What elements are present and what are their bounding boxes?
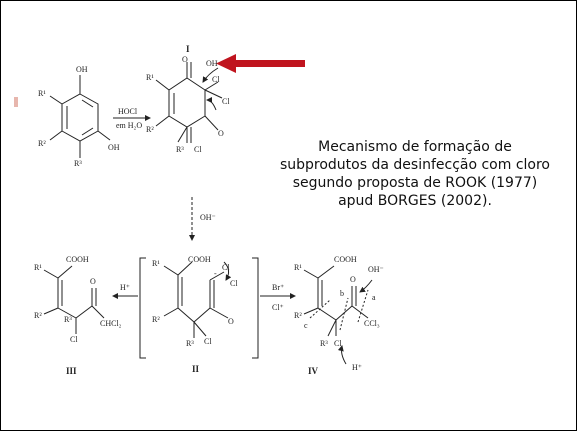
label-r2-ii: R² — [152, 315, 160, 324]
label-roman-iv: IV — [308, 366, 319, 376]
reagent-h-iv: H⁺ — [352, 363, 362, 372]
label-cl-ii-1: Cl — [222, 263, 230, 272]
label-site-c: c — [304, 321, 308, 330]
highlight-arrow — [216, 54, 305, 73]
label-cl-i-3: Cl — [194, 145, 202, 154]
label-r2-iv: R² — [294, 311, 302, 320]
reagent-hocl: HOCl — [118, 107, 138, 116]
label-ccl3-iv: CCl₃ — [364, 319, 380, 328]
caption-line-1: Mecanismo de formação de — [318, 139, 512, 155]
reagent-h-left: H⁺ — [120, 283, 130, 292]
label-cl-ii-3: Cl — [204, 337, 212, 346]
label-roman-iii: III — [66, 366, 77, 376]
label-oh-i: OH — [206, 59, 218, 68]
red-accent-mark — [14, 97, 18, 107]
label-r1-iv: R¹ — [294, 263, 302, 272]
label-cl-iv: Cl — [334, 339, 342, 348]
label-oh-iv: OH⁻ — [368, 265, 384, 274]
label-o-i-right: O — [218, 129, 224, 138]
label-cooh-iii: COOH — [66, 255, 89, 264]
label-roman-i: I — [186, 44, 190, 54]
label-r3-iii: R³ — [64, 315, 72, 324]
label-r3-iv: R³ — [320, 339, 328, 348]
caption-line-3: segundo proposta de ROOK (1977) — [292, 175, 538, 191]
label-r2-i: R² — [146, 125, 154, 134]
label-cooh-iv: COOH — [334, 255, 357, 264]
label-cl-i-2: Cl — [222, 97, 230, 106]
label-r1-i: R¹ — [146, 73, 154, 82]
label-o-ii: O — [228, 317, 234, 326]
reagent-cl: Cl⁺ — [272, 303, 284, 312]
label-r3-i: R³ — [176, 145, 184, 154]
label-r1-ii: R¹ — [152, 259, 160, 268]
label-cooh-ii: COOH — [188, 255, 211, 264]
caption-line-4: apud BORGES (2002). — [338, 193, 492, 209]
label-cl-ii-2: Cl — [230, 279, 238, 288]
label-oh-start: OH — [76, 65, 88, 74]
label-r2-start: R² — [38, 139, 46, 148]
label-r3-start: R³ — [74, 159, 82, 168]
label-o-iv: O — [350, 275, 356, 284]
caption-line-2: subprodutos da desinfecção com cloro — [279, 157, 551, 173]
label-chcl2-iii: CHCl₂ — [100, 319, 122, 328]
label-cl-i-1: Cl — [212, 75, 220, 84]
label-oh-start-2: OH — [108, 143, 120, 152]
label-r2-iii: R² — [34, 311, 42, 320]
label-cl-iii: Cl — [70, 335, 78, 344]
label-r3-ii: R³ — [186, 339, 194, 348]
label-minus-ii: - — [214, 269, 217, 278]
reagent-br: Br⁺ — [272, 283, 284, 292]
label-o-iii: O — [90, 277, 96, 286]
reagent-solvent: em H₂O — [116, 121, 142, 130]
label-site-b: b — [340, 289, 344, 298]
label-site-a: a — [372, 293, 376, 302]
reagent-oh-down: OH⁻ — [200, 213, 216, 222]
caption: Mecanismo de formação de subprodutos da … — [255, 138, 575, 210]
label-o-i-top: O — [182, 55, 188, 64]
label-r1-iii: R¹ — [34, 263, 42, 272]
label-r1-start: R¹ — [38, 89, 46, 98]
label-roman-ii: II — [192, 364, 200, 374]
